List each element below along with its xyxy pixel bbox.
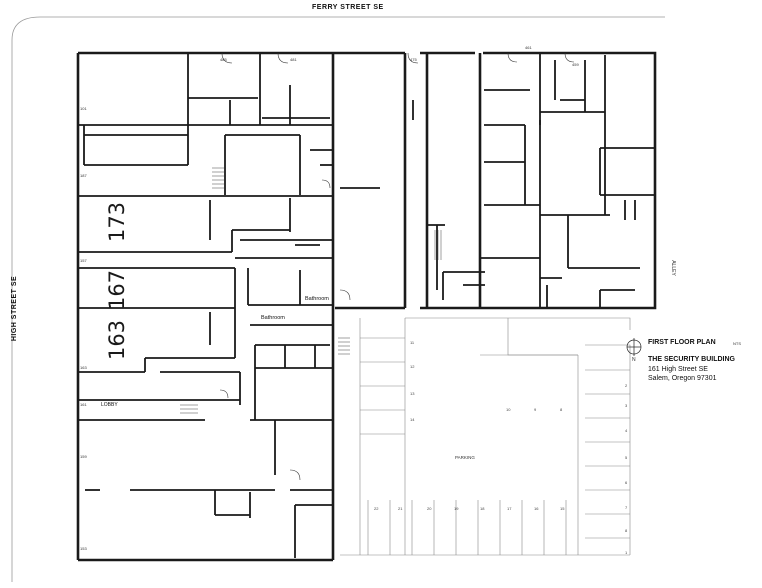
suite-number: 101 — [80, 106, 87, 111]
parking-space-number: 4 — [625, 428, 628, 433]
suite-number: 475 — [410, 57, 417, 62]
suite-number: 481 — [290, 57, 297, 62]
parking-space-number: 9 — [534, 407, 537, 412]
street-label-east: ALLEY — [669, 260, 676, 276]
parking-space-number: 7 — [625, 505, 628, 510]
room-label-bathroom: Bathroom — [305, 296, 329, 302]
parking-space-number: 15 — [560, 506, 565, 511]
stairs — [180, 167, 442, 414]
room-label-parking: PARKING — [455, 455, 475, 460]
suite-number: 161 — [80, 402, 87, 407]
building-name: THE SECURITY BUILDING — [648, 356, 735, 363]
unit-label-163: 163 — [105, 319, 130, 361]
parking-space-number: 6 — [625, 480, 628, 485]
suite-number: 159 — [80, 454, 87, 459]
suite-number: 187 — [80, 173, 87, 178]
suite-number: 461 — [525, 45, 532, 50]
parking-space-number: 14 — [410, 417, 415, 422]
north-arrow-icon — [626, 338, 642, 356]
parking-space-number: 13 — [410, 391, 415, 396]
building-address: 161 High Street SE — [648, 366, 708, 373]
suite-number: 459 — [572, 62, 579, 67]
interior-walls — [78, 53, 655, 558]
parking-space-number: 12 — [410, 364, 415, 369]
room-label-bathroom: Bathroom — [261, 315, 285, 321]
parking-space-number: 3 — [625, 403, 628, 408]
exterior-walls — [76, 51, 657, 562]
street-label-north: FERRY STREET SE — [312, 4, 384, 11]
parking-space-number: 19 — [454, 506, 459, 511]
street-label-west: HIGH STREET SE — [11, 275, 19, 342]
parking-space-number: 2 — [625, 383, 628, 388]
parking-space-number: 8 — [625, 528, 628, 533]
parking-space-number: 20 — [427, 506, 432, 511]
parking-space-number: 8 — [560, 407, 563, 412]
unit-label-167: 167 — [105, 269, 130, 311]
door-swings — [219, 52, 575, 481]
parking-space-number: 10 — [506, 407, 511, 412]
plan-title: FIRST FLOOR PLAN — [648, 339, 716, 346]
parking-space-number: 21 — [398, 506, 403, 511]
parking-space-number: 5 — [625, 455, 628, 460]
suite-number: 163 — [80, 365, 87, 370]
parking-space-number: 11 — [410, 340, 415, 345]
plan-scale: NTS — [733, 341, 741, 346]
parking-space-number: 16 — [534, 506, 539, 511]
building-city: Salem, Oregon 97301 — [648, 375, 717, 382]
room-label-lobby: LOBBY — [101, 402, 118, 408]
parking-space-number: 17 — [507, 506, 512, 511]
suite-number: 153 — [80, 546, 87, 551]
parking-space-number: 1 — [625, 550, 628, 555]
parking-space-number: 22 — [374, 506, 379, 511]
suite-number: 485 — [220, 57, 227, 62]
street-curb — [11, 16, 665, 582]
north-label: N — [632, 357, 636, 363]
suite-number: 157 — [80, 258, 87, 263]
parking-lot — [340, 317, 631, 556]
unit-label-173: 173 — [105, 201, 130, 243]
parking-space-number: 18 — [480, 506, 485, 511]
